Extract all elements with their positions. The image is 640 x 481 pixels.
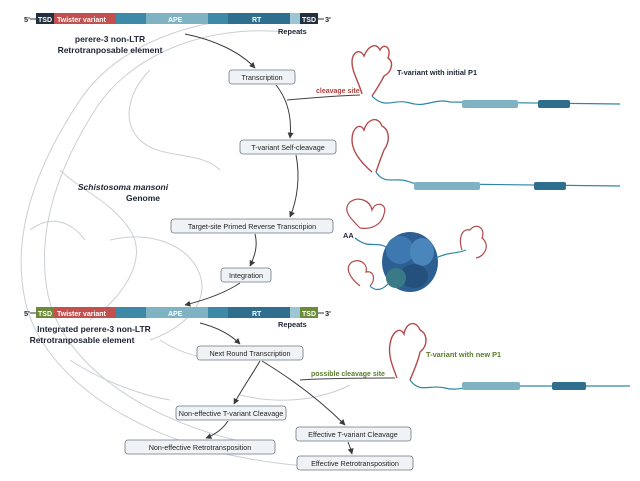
top-ape-label: APE: [168, 17, 183, 24]
step-non-effective-cleavage: Non-effective T-variant Cleavage: [175, 405, 287, 421]
step-effective-cleavage: Effective T-variant Cleavage: [295, 426, 412, 442]
hairpin-new: [388, 323, 427, 381]
top-element: 5' TSD Twister variant APE RT TSD 3' Rep…: [24, 13, 331, 55]
step-tprt-label: Target-site Primed Reverse Transcripion: [188, 222, 316, 231]
possible-cleavage-site-label: possible cleavage site: [311, 371, 385, 378]
bottom-segment-1: [116, 307, 146, 318]
arrow-effective-to-retro: [347, 441, 354, 455]
arrow-integration-to-element: [184, 282, 241, 307]
arrow-cleavage-to-tprt: [289, 154, 299, 218]
bottom-rt-label: RT: [252, 311, 262, 318]
step-tprt: Target-site Primed Reverse Transcripion: [170, 218, 334, 234]
top-twister-label: Twister variant: [57, 17, 107, 24]
top-rt-segment: [228, 13, 290, 24]
step-next-round: Next Round Transcription: [196, 345, 304, 361]
arrow-transcription-to-cleavage: [275, 84, 294, 139]
flow-arrows: [184, 33, 354, 455]
hairpin-cleaved: [351, 119, 389, 173]
rna-transcript-new: T-variant with new P1 possible cleavage …: [299, 323, 630, 390]
bottom-segment-2: [208, 307, 228, 318]
hairpin-initial: [351, 45, 393, 97]
bottom-ape-segment: [146, 307, 208, 318]
initial-p1-label: T-variant with initial P1: [397, 68, 477, 77]
genome-outline: [20, 17, 401, 468]
bottom-rt-segment: [228, 307, 290, 318]
step-integration-label: Integration: [229, 271, 263, 280]
reverse-transcriptase-complex: AA: [343, 198, 487, 292]
arrow-tprt-to-integration: [249, 233, 257, 267]
bottom-element-title-1: Integrated perere-3 non-LTR: [37, 324, 151, 334]
bottom-tsd-left: [36, 307, 54, 318]
bottom-ape-label: APE: [168, 311, 183, 318]
step-effective-cleavage-label: Effective T-variant Cleavage: [308, 430, 398, 439]
bottom-tsd-right: [300, 307, 318, 318]
step-transcription: Transcription: [228, 69, 296, 85]
bottom-prime3: 3': [325, 309, 331, 318]
bottom-twister-segment: [54, 307, 116, 318]
arrow-element-to-transcription: [184, 33, 256, 69]
top-prime5: 5': [24, 15, 30, 24]
top-ape-segment: [146, 13, 208, 24]
step-effective-retro-label: Effective Retrotransposition: [311, 459, 399, 468]
top-twister-segment: [54, 13, 116, 24]
step-integration: Integration: [220, 267, 272, 283]
bottom-tsd-right-label: TSD: [302, 311, 316, 318]
arrow-element-to-next-round: [199, 322, 241, 345]
top-tsd-left-label: TSD: [38, 17, 52, 24]
step-self-cleavage: T-variant Self-cleavage: [239, 139, 337, 155]
arrow-non-effective-to-retro: [205, 420, 229, 439]
cleavage-site-label: cleavage site: [316, 88, 360, 95]
new-p1-label: T-variant with new P1: [426, 350, 501, 359]
top-element-title-1: perere-3 non-LTR: [75, 34, 145, 44]
bottom-prime5: 5': [24, 309, 30, 318]
step-non-effective-cleavage-label: Non-effective T-variant Cleavage: [179, 409, 283, 418]
top-element-title-2: Retrotranposable element: [58, 45, 163, 55]
top-repeats-label: Repeats: [278, 27, 307, 36]
rna-transcript-initial: T-variant with initial P1 cleavage site: [286, 45, 621, 108]
step-transcription-label: Transcription: [241, 73, 282, 82]
bottom-element-title-2: Retrotranposable element: [30, 335, 135, 345]
arrow-next-round-to-non-effective: [233, 360, 261, 405]
bottom-twister-label: Twister variant: [57, 311, 107, 318]
top-tsd-right: [300, 13, 318, 24]
bottom-element: 5' TSD Twister variant APE RT TSD 3' Rep…: [24, 307, 331, 345]
bottom-tsd-left-label: TSD: [38, 311, 52, 318]
bottom-repeats-segment: [290, 307, 300, 318]
top-tsd-left: [36, 13, 54, 24]
step-non-effective-retro: Non-effective Retrotransposition: [124, 439, 276, 455]
genome-species-label: Schistosoma mansoni: [78, 182, 169, 192]
top-repeats-segment: [290, 13, 300, 24]
top-prime3: 3': [325, 15, 331, 24]
top-tsd-right-label: TSD: [302, 17, 316, 24]
step-non-effective-retro-label: Non-effective Retrotransposition: [149, 443, 252, 452]
step-effective-retro: Effective Retrotransposition: [296, 455, 414, 471]
arrow-next-round-to-effective: [261, 360, 346, 426]
step-self-cleavage-label: T-variant Self-cleavage: [251, 143, 325, 152]
rna-cleaved: [351, 119, 621, 190]
aa-label: AA: [343, 231, 354, 240]
top-segment-1: [116, 13, 146, 24]
top-segment-2: [208, 13, 228, 24]
bottom-repeats-label: Repeats: [278, 320, 307, 329]
step-next-round-label: Next Round Transcription: [209, 349, 290, 358]
genome-label: Genome: [126, 193, 160, 203]
top-rt-label: RT: [252, 17, 262, 24]
